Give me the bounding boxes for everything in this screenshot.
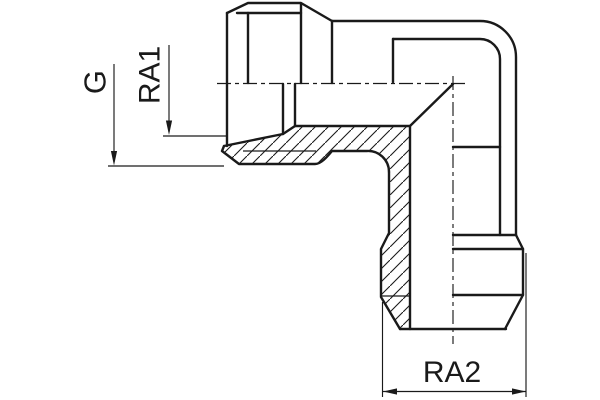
thread-root-line — [243, 150, 410, 297]
ra1-dimension — [163, 45, 227, 137]
fitting-outline — [220, 1, 525, 331]
ra1-label: RA1 — [134, 46, 167, 104]
ra1-arrowhead — [165, 120, 173, 135]
ra2-dimension — [381, 253, 527, 397]
g-arrowhead — [110, 151, 118, 166]
g-label: G — [78, 70, 113, 94]
ra2-arrowhead-right — [512, 388, 526, 395]
ra2-label: RA2 — [423, 356, 481, 389]
g-dimension — [108, 64, 224, 167]
section-hatching — [222, 126, 410, 329]
ra2-arrowhead-left — [383, 388, 397, 395]
